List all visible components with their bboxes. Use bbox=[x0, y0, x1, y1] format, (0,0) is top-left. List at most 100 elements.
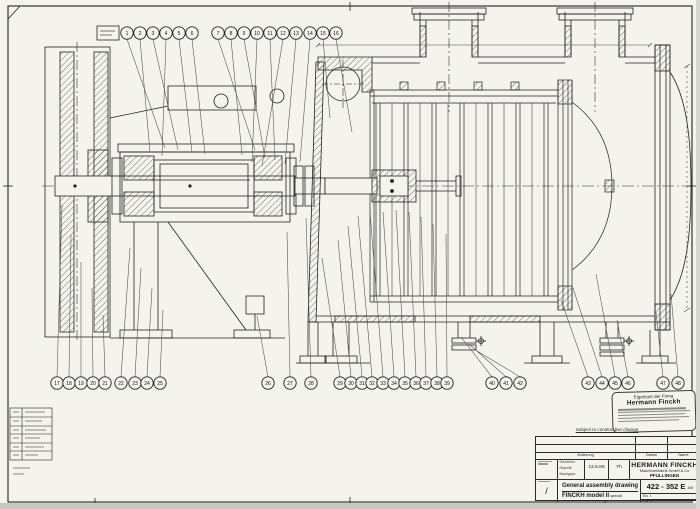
company-name: HERMANN FINCKH bbox=[631, 462, 698, 469]
svg-text:6: 6 bbox=[191, 31, 194, 37]
callout-29: 29 bbox=[333, 376, 347, 390]
svg-text:2: 2 bbox=[139, 31, 142, 37]
callout-14: 14 bbox=[303, 26, 317, 40]
company-city: PFULLINGEN bbox=[649, 473, 680, 478]
svg-text:25: 25 bbox=[157, 381, 163, 387]
svg-text:42: 42 bbox=[517, 381, 523, 387]
callout-17: 17 bbox=[50, 376, 64, 390]
svg-text:12: 12 bbox=[280, 31, 286, 37]
callout-23: 23 bbox=[128, 376, 142, 390]
callout-2: 2 bbox=[133, 26, 147, 40]
svg-text:21: 21 bbox=[102, 381, 108, 387]
callout-12: 12 bbox=[276, 26, 290, 40]
callout-33: 33 bbox=[376, 376, 390, 390]
callout-32: 32 bbox=[365, 376, 379, 390]
svg-text:14: 14 bbox=[307, 31, 313, 37]
callout-48: 48 bbox=[671, 376, 685, 390]
svg-text:36: 36 bbox=[413, 381, 419, 387]
svg-text:39: 39 bbox=[444, 381, 450, 387]
svg-text:45: 45 bbox=[612, 381, 618, 387]
svg-text:27: 27 bbox=[287, 381, 293, 387]
vessel-shell bbox=[307, 56, 670, 323]
svg-text:11: 11 bbox=[267, 31, 272, 37]
svg-text:16: 16 bbox=[333, 31, 339, 37]
svg-text:33: 33 bbox=[380, 381, 386, 387]
signature-labels: Gezeichn. Geprüft Normgepr. bbox=[558, 460, 585, 480]
support-feet bbox=[296, 322, 676, 364]
callout-41: 41 bbox=[499, 376, 513, 390]
callout-8: 8 bbox=[224, 26, 238, 40]
callout-47: 47 bbox=[656, 376, 670, 390]
rotor bbox=[324, 169, 462, 203]
svg-text:13: 13 bbox=[293, 31, 299, 37]
svg-text:20: 20 bbox=[90, 381, 96, 387]
company-sub: Maschinenfabrik GmbH & Co bbox=[639, 469, 690, 473]
callout-7: 7 bbox=[211, 26, 225, 40]
svg-text:3: 3 bbox=[152, 31, 155, 37]
date-header: Datum bbox=[636, 453, 668, 460]
callout-21: 21 bbox=[98, 376, 112, 390]
drawing-number-suffix: 449 bbox=[687, 486, 694, 490]
svg-text:17: 17 bbox=[54, 381, 60, 387]
callout-43: 43 bbox=[581, 376, 595, 390]
callout-44: 44 bbox=[595, 376, 609, 390]
change-header: Änderung bbox=[536, 453, 636, 460]
scan-edge-right bbox=[696, 0, 700, 509]
svg-text:32: 32 bbox=[369, 381, 375, 387]
svg-text:46: 46 bbox=[625, 381, 631, 387]
svg-text:37: 37 bbox=[423, 381, 429, 387]
callout-6: 6 bbox=[185, 26, 199, 40]
callout-20: 20 bbox=[86, 376, 100, 390]
svg-text:41: 41 bbox=[503, 381, 509, 387]
replaced-by: Ers. d. bbox=[641, 499, 699, 502]
drawn-name-cell: Th bbox=[609, 460, 630, 480]
callout-11: 11 bbox=[263, 26, 277, 40]
svg-text:48: 48 bbox=[675, 381, 681, 387]
svg-text:24: 24 bbox=[144, 381, 150, 387]
svg-text:44: 44 bbox=[599, 381, 605, 387]
svg-text:26: 26 bbox=[265, 381, 271, 387]
svg-text:29: 29 bbox=[337, 381, 343, 387]
callout-22: 22 bbox=[114, 376, 128, 390]
title-line2-suffix: special bbox=[610, 493, 622, 498]
scan-edge-bottom bbox=[0, 503, 700, 509]
callout-30: 30 bbox=[344, 376, 358, 390]
bearing-housing bbox=[109, 105, 297, 339]
callout-leaders bbox=[56, 39, 679, 378]
callout-35: 35 bbox=[398, 376, 412, 390]
callout-34: 34 bbox=[387, 376, 401, 390]
drawing-number-cell: 422 - 352 E 449 Ers. f. Ers. d. bbox=[641, 480, 699, 502]
revision-table bbox=[9, 407, 53, 475]
callout-19: 19 bbox=[74, 376, 88, 390]
callout-16: 16 bbox=[329, 26, 343, 40]
name-header: Name bbox=[668, 453, 699, 460]
callout-18: 18 bbox=[62, 376, 76, 390]
svg-text:8: 8 bbox=[230, 31, 233, 37]
callout-10: 10 bbox=[250, 26, 264, 40]
svg-text:31: 31 bbox=[359, 381, 365, 387]
svg-text:15: 15 bbox=[320, 31, 326, 37]
svg-text:35: 35 bbox=[402, 381, 408, 387]
callout-25: 25 bbox=[153, 376, 167, 390]
callout-9: 9 bbox=[237, 26, 251, 40]
callout-40: 40 bbox=[485, 376, 499, 390]
svg-text:1: 1 bbox=[126, 31, 129, 37]
callout-46: 46 bbox=[621, 376, 635, 390]
dished-head bbox=[654, 44, 692, 331]
svg-text:47: 47 bbox=[660, 381, 666, 387]
callout-45: 45 bbox=[608, 376, 622, 390]
title-line3: Hico Screen bbox=[562, 501, 597, 502]
callout-42: 42 bbox=[513, 376, 527, 390]
drain-valves bbox=[451, 322, 634, 357]
callout-27: 27 bbox=[283, 376, 297, 390]
callout-26: 26 bbox=[261, 376, 275, 390]
svg-text:30: 30 bbox=[348, 381, 354, 387]
scale-cell: / bbox=[536, 480, 558, 502]
material-cell bbox=[536, 460, 558, 480]
svg-text:7: 7 bbox=[217, 31, 220, 37]
callout-3: 3 bbox=[146, 26, 160, 40]
title-line1: General assembly drawing bbox=[562, 482, 639, 492]
outlet-nozzle bbox=[556, 7, 634, 58]
